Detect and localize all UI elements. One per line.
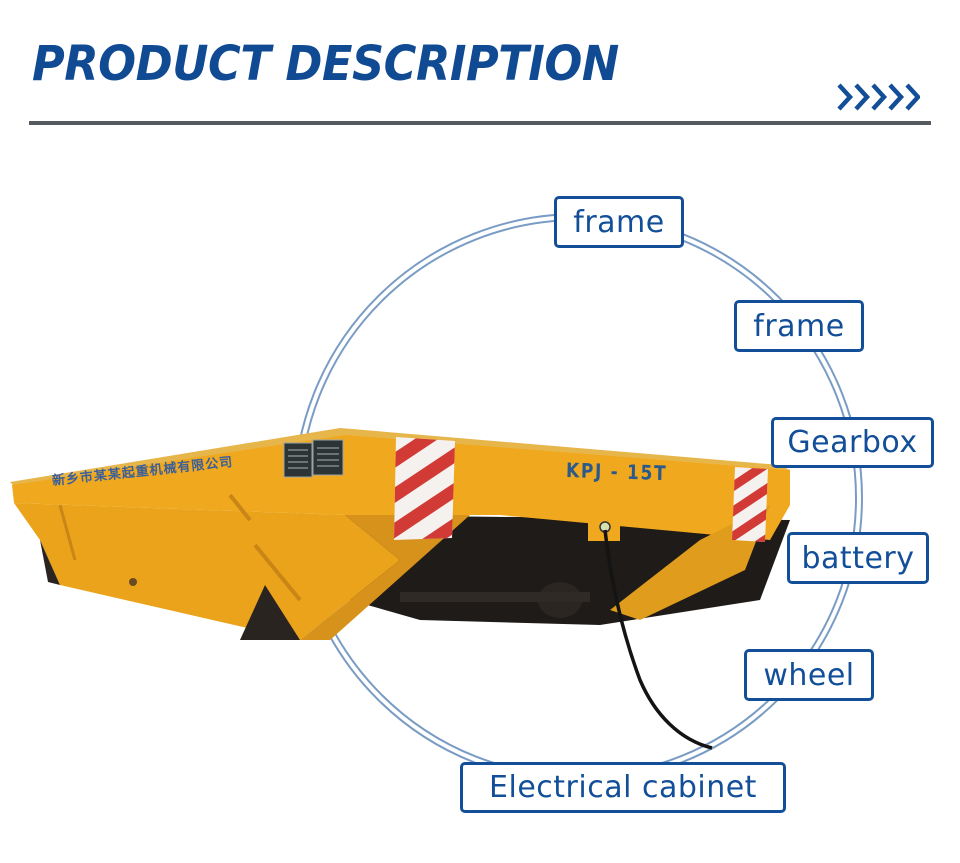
label-text: frame [753,308,845,344]
transfer-cart-photo [10,428,790,750]
model-number: KPJ - 15T [565,458,668,486]
label-electrical-cabinet: Electrical cabinet [460,762,786,813]
label-frame-right: frame [734,300,864,352]
label-text: wheel [763,657,855,693]
label-text: frame [573,204,665,240]
label-battery: battery [787,532,929,584]
label-text: Electrical cabinet [489,770,757,805]
label-wheel: wheel [744,649,874,701]
page-title: PRODUCT DESCRIPTION [32,36,619,92]
label-gearbox: Gearbox [771,417,934,468]
label-frame-top: frame [554,196,684,248]
label-text: Gearbox [787,425,918,460]
header-divider [29,121,931,125]
label-text: battery [801,540,915,576]
chevrons-right-icon [837,83,920,111]
